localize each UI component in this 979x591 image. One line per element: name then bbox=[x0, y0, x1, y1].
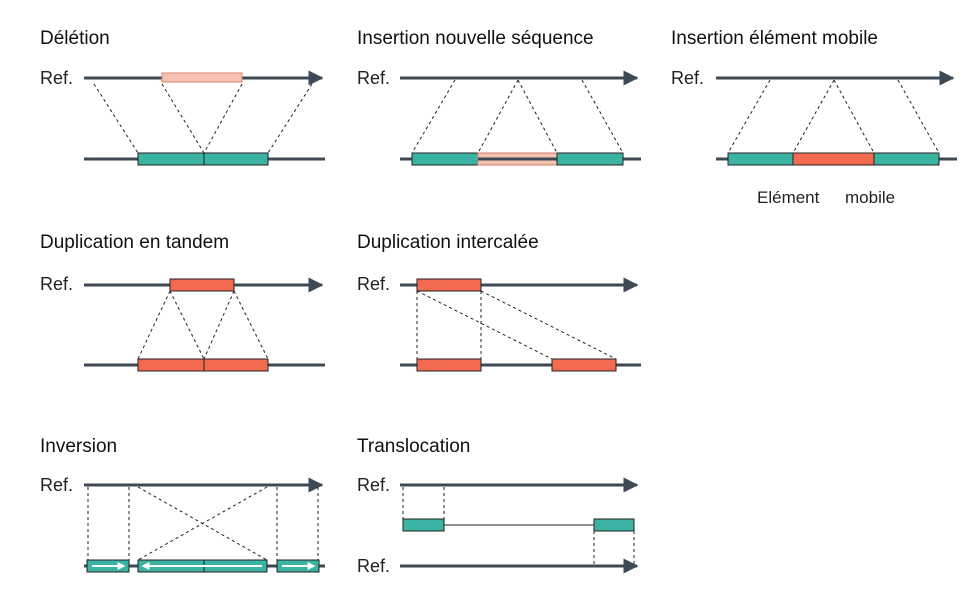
teal-segment bbox=[556, 152, 624, 166]
dashed-mapping-lines bbox=[727, 79, 940, 154]
duplicated-segment bbox=[416, 358, 482, 372]
panel-title-deletion: Délétion bbox=[40, 28, 110, 49]
panel-title-tandem: Duplication en tandem bbox=[40, 232, 229, 253]
caption-mobile: mobile bbox=[845, 188, 895, 207]
panel-tandem-duplication: Duplication en tandem Ref. bbox=[40, 232, 325, 372]
panel-title-insertion-mobile: Insertion élément mobile bbox=[671, 28, 878, 49]
ref-label: Ref. bbox=[671, 68, 704, 88]
ref-label: Ref. bbox=[40, 475, 73, 495]
dashed-mapping-lines bbox=[402, 487, 635, 564]
duplicated-segment bbox=[137, 358, 205, 372]
panel-title-interspersed: Duplication intercalée bbox=[357, 232, 539, 253]
dashed-mapping-lines bbox=[411, 79, 624, 154]
duplicated-segment bbox=[169, 278, 235, 292]
ref-label: Ref. bbox=[357, 475, 390, 495]
translocated-segment bbox=[593, 518, 635, 532]
dashed-mapping-lines bbox=[416, 290, 617, 360]
ref-label: Ref. bbox=[357, 68, 390, 88]
dashed-mapping-lines bbox=[137, 290, 269, 360]
mobile-element-segment bbox=[792, 152, 875, 166]
dashed-mapping-lines bbox=[87, 486, 319, 561]
duplicated-segment bbox=[203, 358, 269, 372]
teal-segment bbox=[137, 152, 205, 166]
deleted-segment bbox=[161, 72, 243, 83]
ref-label: Ref. bbox=[357, 556, 390, 576]
panel-title-translocation: Translocation bbox=[357, 436, 470, 457]
ref-label: Ref. bbox=[40, 274, 73, 294]
translocated-segment bbox=[402, 518, 445, 532]
caption-element: Elément bbox=[757, 188, 820, 207]
teal-segment bbox=[873, 152, 940, 166]
duplicated-segment bbox=[551, 358, 617, 372]
ref-label: Ref. bbox=[357, 274, 390, 294]
panel-deletion: Délétion Ref. bbox=[40, 28, 325, 166]
ref-label: Ref. bbox=[40, 68, 73, 88]
panel-title-insertion-new: Insertion nouvelle séquence bbox=[357, 28, 594, 49]
teal-segment bbox=[411, 152, 479, 166]
panel-insertion-mobile-element: Insertion élément mobile Ref. Elément mo… bbox=[671, 28, 957, 207]
panel-interspersed-duplication: Duplication intercalée Ref. bbox=[357, 232, 641, 372]
panel-translocation: Translocation Ref. Ref. bbox=[357, 436, 639, 576]
teal-segment bbox=[203, 152, 269, 166]
duplicated-segment bbox=[416, 278, 482, 292]
panel-title-inversion: Inversion bbox=[40, 436, 117, 457]
dashed-mapping-lines bbox=[93, 83, 313, 154]
panel-inversion: Inversion Ref. bbox=[40, 436, 325, 573]
teal-segment bbox=[727, 152, 794, 166]
panel-insertion-new-sequence: Insertion nouvelle séquence Ref. bbox=[357, 28, 641, 166]
